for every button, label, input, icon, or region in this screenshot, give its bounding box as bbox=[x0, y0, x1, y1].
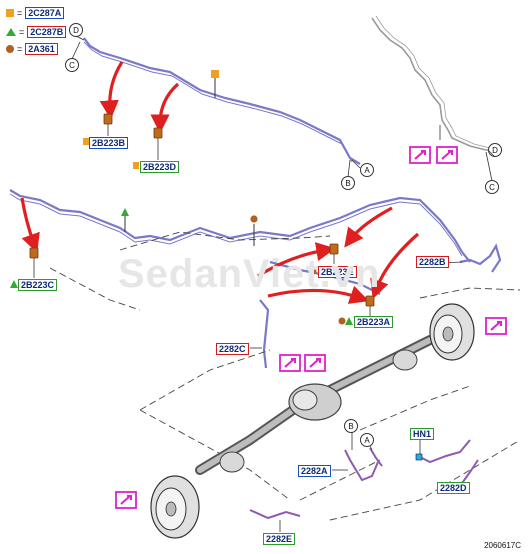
fitting-2b223d bbox=[153, 127, 163, 139]
callout-b-mid-letter: B bbox=[345, 179, 350, 188]
callout-d-right-letter: D bbox=[492, 146, 498, 155]
label-circle-2b223a bbox=[338, 317, 346, 325]
wrench-icons bbox=[120, 150, 502, 505]
legend-code: 2A361 bbox=[25, 43, 58, 55]
pipe-fittings bbox=[29, 113, 375, 307]
brake-hoses bbox=[249, 439, 479, 520]
part-label-2b223b: 2B223B bbox=[89, 137, 129, 149]
legend-code: 2C287A bbox=[25, 7, 65, 19]
legend-equals: = bbox=[17, 8, 23, 18]
triangle-symbol-icon bbox=[6, 28, 16, 36]
rear-left-drum bbox=[150, 475, 200, 539]
label-triangle-2b223c bbox=[10, 280, 18, 288]
part-label-2282c: 2282C bbox=[216, 343, 249, 355]
rear-right-pipe-grey bbox=[371, 15, 491, 151]
label-circle-2b223e bbox=[309, 267, 317, 275]
callout-c-top-letter: C bbox=[69, 61, 75, 70]
legend-code: 2C287B bbox=[27, 26, 67, 38]
part-label-2b223d: 2B223D bbox=[140, 161, 180, 173]
arrow-to-2b223b bbox=[99, 61, 124, 120]
callout-a-mid bbox=[360, 163, 374, 177]
fitting-2b223c bbox=[29, 247, 39, 259]
callout-a-mid-letter: A bbox=[364, 166, 370, 175]
part-label-2282d: 2282D bbox=[437, 482, 470, 494]
leader-lines bbox=[33, 124, 463, 532]
legend-equals: = bbox=[17, 44, 23, 54]
part-label-2282b: 2282B bbox=[416, 256, 449, 268]
label-square-2b223b bbox=[83, 138, 89, 145]
callout-d-top bbox=[69, 23, 83, 37]
label-square-2b223d bbox=[133, 162, 139, 169]
part-label-hn1: HN1 bbox=[410, 428, 435, 440]
label-triangle-2b223a bbox=[345, 317, 353, 325]
callout-b-bottom bbox=[344, 419, 358, 433]
legend-item-2c287b: = 2C287B bbox=[6, 26, 67, 38]
square-symbol-icon bbox=[6, 9, 14, 17]
fitting-2b223a bbox=[365, 295, 375, 307]
figure-id: 2060617C bbox=[484, 541, 521, 550]
callout-a-bottom bbox=[360, 433, 374, 447]
callout-b-bottom-letter: B bbox=[348, 422, 353, 431]
part-label-2282e: 2282E bbox=[263, 533, 296, 545]
arrow-to-2b223a-alt bbox=[370, 232, 420, 300]
callout-a-bottom-letter: A bbox=[364, 436, 370, 445]
arrow-to-2b223c bbox=[20, 197, 40, 254]
watermark: SedanViet.vn bbox=[118, 252, 381, 296]
arrow-to-2b223e bbox=[257, 242, 336, 278]
circle-marker bbox=[250, 215, 258, 223]
callout-c-right-letter: C bbox=[489, 183, 495, 192]
part-label-2b223e: 2B223E bbox=[318, 266, 357, 278]
legend-item-2a361: = 2A361 bbox=[6, 43, 58, 55]
red-indicator-arrows bbox=[20, 61, 420, 304]
legend-item-2c287a: = 2C287A bbox=[6, 7, 65, 19]
legend-equals: = bbox=[19, 27, 25, 37]
hn1-part bbox=[415, 453, 423, 461]
circle-symbol-icon bbox=[6, 45, 14, 53]
triangle-marker bbox=[121, 208, 129, 216]
rear-axle bbox=[195, 335, 435, 475]
arrow-to-2b223e-alt bbox=[344, 206, 393, 248]
part-label-2b223a: 2B223A bbox=[354, 316, 394, 328]
callout-d-top-letter: D bbox=[73, 26, 79, 35]
rear-right-drum bbox=[429, 303, 475, 361]
part-label-2282a: 2282A bbox=[298, 465, 331, 477]
part-label-2b223c: 2B223C bbox=[18, 279, 58, 291]
fitting-2b223b bbox=[103, 113, 113, 125]
arrow-to-2b223a bbox=[267, 285, 370, 304]
square-marker bbox=[211, 70, 219, 78]
arrow-to-2b223d bbox=[150, 82, 180, 134]
